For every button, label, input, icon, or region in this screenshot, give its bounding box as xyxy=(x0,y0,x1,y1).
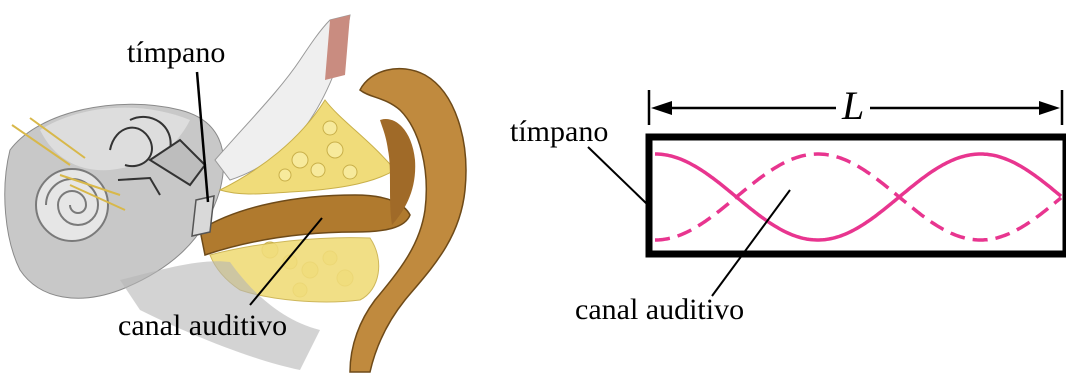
tube-model xyxy=(588,90,1066,296)
eardrum-label-left: tímpano xyxy=(127,38,225,68)
canal-label-left: canal auditivo xyxy=(118,311,287,341)
canal-label-right: canal auditivo xyxy=(575,295,744,325)
eardrum-label-right: tímpano xyxy=(510,117,608,147)
tube-eardrum-leader-line xyxy=(588,147,648,205)
eardrum-membrane xyxy=(192,196,214,236)
length-label: L xyxy=(836,86,870,126)
